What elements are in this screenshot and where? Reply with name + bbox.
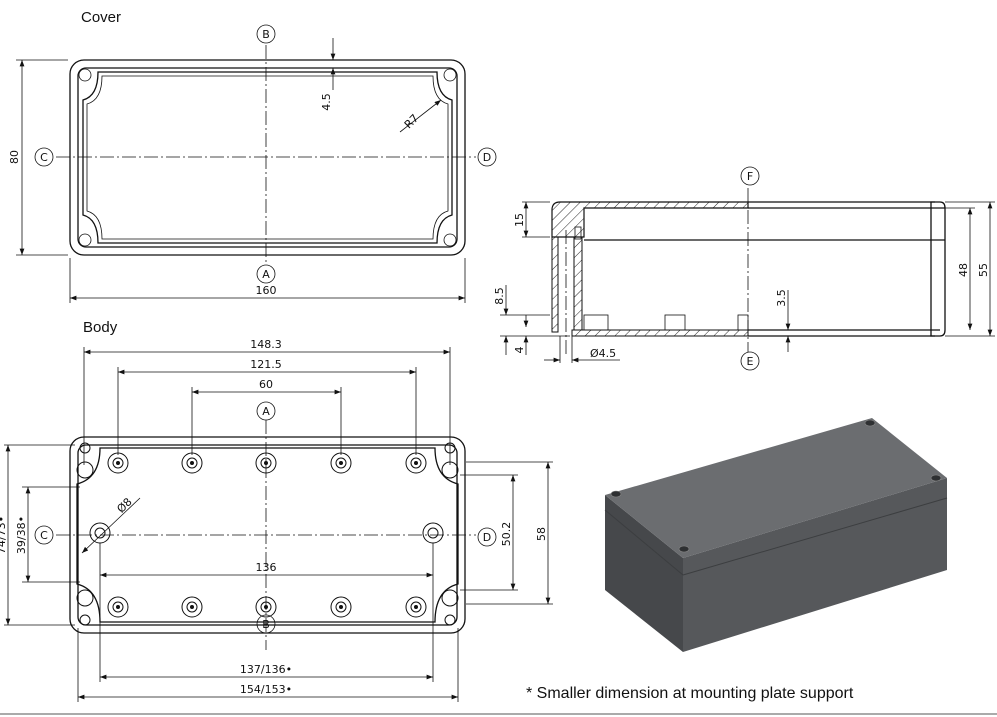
body-dim-50: 50.2 bbox=[500, 522, 513, 547]
section-floor bbox=[571, 329, 749, 337]
render-left-face bbox=[605, 495, 683, 652]
render-screw-heads bbox=[610, 419, 942, 553]
body-title: Body bbox=[83, 319, 118, 336]
enclosure-3d-render bbox=[604, 418, 948, 652]
body-dim-137: 137/136• bbox=[240, 663, 292, 676]
render-top-face bbox=[605, 418, 947, 558]
body-dim-58: 58 bbox=[535, 527, 548, 541]
body-dim-121: 121.5 bbox=[250, 358, 282, 371]
body-dim-136: 136 bbox=[256, 561, 277, 574]
cover-view: Cover B A C D 80 160 4.5 R7 bbox=[8, 9, 497, 303]
body-dim-148: 148.3 bbox=[250, 338, 282, 351]
body-marker-b: B bbox=[262, 618, 270, 631]
cover-title: Cover bbox=[81, 9, 121, 26]
section-dim-dia4-5: Ø4.5 bbox=[590, 347, 616, 360]
cover-marker-b: B bbox=[262, 28, 270, 41]
cover-dim-wall: 4.5 bbox=[320, 93, 333, 111]
cover-outline bbox=[69, 59, 466, 256]
body-marker-d: D bbox=[483, 531, 491, 544]
cover-marker-a: A bbox=[262, 268, 270, 281]
section-dim-3-5: 3.5 bbox=[775, 289, 788, 307]
section-dim-8-5: 8.5 bbox=[493, 287, 506, 305]
section-dim-4: 4 bbox=[513, 347, 526, 354]
section-dim-15: 15 bbox=[513, 213, 526, 227]
body-dim-39: 39/38• bbox=[15, 516, 28, 554]
cover-screw-holes bbox=[78, 68, 457, 247]
body-mounting-bosses bbox=[76, 442, 459, 626]
cover-marker-d: D bbox=[483, 151, 491, 164]
body-marker-a: A bbox=[262, 405, 270, 418]
cover-dim-height: 80 bbox=[8, 150, 21, 164]
body-view: Body bbox=[0, 319, 553, 702]
cover-marker-c: C bbox=[40, 151, 48, 164]
section-marker-f: F bbox=[747, 170, 753, 183]
section-cover-wall bbox=[551, 201, 749, 238]
body-marker-c: C bbox=[40, 529, 48, 542]
cover-cavity bbox=[82, 71, 453, 244]
section-view: F E 15 8.5 4 Ø4.5 3.5 48 55 bbox=[493, 166, 995, 371]
body-dim-dia8: Ø8 bbox=[114, 495, 134, 515]
section-dim-48: 48 bbox=[957, 263, 970, 277]
body-dim-60: 60 bbox=[259, 378, 273, 391]
section-dim-55: 55 bbox=[977, 263, 990, 277]
body-dim-74: 74/73• bbox=[0, 516, 8, 554]
cover-dim-width: 160 bbox=[256, 284, 277, 297]
cover-rim bbox=[77, 67, 458, 248]
section-marker-e: E bbox=[747, 355, 754, 368]
body-dim-154: 154/153• bbox=[240, 683, 292, 696]
body-cavity bbox=[76, 447, 459, 623]
footnote: * Smaller dimension at mounting plate su… bbox=[526, 685, 854, 702]
render-front-face bbox=[683, 478, 947, 652]
